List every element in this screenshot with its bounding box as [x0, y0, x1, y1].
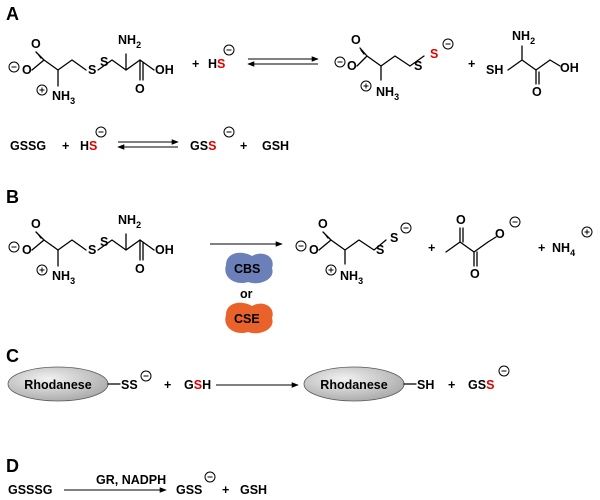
sulfur-label: S: [414, 59, 422, 73]
carbonyl-oxygen-label: O: [135, 82, 145, 96]
positive-charge-symbol: [581, 226, 593, 238]
cysteine-persulfide-a: O O NH3 S S: [334, 33, 454, 102]
panel-label-b: B: [6, 187, 19, 207]
sulfur-label: S: [88, 243, 96, 257]
sulfur-red-label: S: [217, 57, 225, 71]
sulfur-label: S: [88, 63, 96, 77]
thiol-label: SH: [417, 378, 434, 392]
equilibrium-arrows-a2: [117, 139, 179, 150]
positive-charge-symbol: [325, 264, 337, 276]
cysteine-structure-a: SH NH2 O OH: [486, 29, 579, 99]
ammonium-label: NH4: [552, 241, 575, 258]
panel-label-d: D: [6, 456, 19, 476]
rhodanese-thiol: Rhodanese SH: [303, 366, 434, 402]
sulfur-label: S: [100, 55, 108, 69]
negative-charge-symbol: [509, 216, 521, 228]
plus-sign: +: [240, 139, 247, 153]
positive-charge-symbol: [360, 80, 372, 92]
sulfur-red-label: S: [430, 47, 438, 61]
panel-label-a: A: [6, 4, 19, 24]
sulfur-label: S: [376, 243, 384, 257]
svg-text:O: O: [135, 262, 145, 276]
gsssg-label: GSSSG: [8, 483, 52, 497]
plus-sign: +: [468, 57, 475, 71]
cysteine-persulfide-b: O O NH3 S S: [295, 217, 412, 286]
carboxyl-oxygen-label: O: [31, 37, 41, 51]
carboxylate-oxygen-label: O: [22, 63, 32, 77]
panel-label-c: C: [6, 346, 19, 366]
cystine-structure-b: O O S S NH3 NH2 OH O: [8, 213, 174, 286]
cbs-enzyme-blob: CBS: [225, 252, 273, 284]
amine-label: NH2: [118, 213, 141, 230]
svg-text:O: O: [470, 267, 480, 281]
ammonium-label: NH3: [376, 85, 399, 102]
svg-text:O: O: [31, 217, 41, 231]
hydrosulfide-a2: HS: [80, 126, 107, 153]
glutathione-persulfide-a2: GSS: [190, 126, 235, 153]
equilibrium-arrows-a1: [247, 56, 319, 67]
svg-text:GSS: GSS: [468, 378, 494, 392]
amine-label: NH2: [118, 33, 141, 50]
svg-text:O: O: [456, 213, 466, 227]
negative-charge-symbol: [8, 61, 20, 73]
gsh-label: GSH: [184, 378, 211, 392]
plus-sign: +: [62, 139, 69, 153]
hydrogen-label: H: [208, 57, 217, 71]
cse-label: CSE: [234, 312, 260, 326]
hydroxyl-label: OH: [155, 243, 174, 257]
svg-text:HS: HS: [208, 57, 225, 71]
gsh-label: GSH: [262, 139, 289, 153]
ammonium-label: NH3: [340, 269, 363, 286]
svg-text:GSS: GSS: [176, 483, 202, 497]
sulfur-label: S: [100, 235, 108, 249]
svg-text:O: O: [351, 33, 361, 47]
positive-charge-symbol: [36, 84, 48, 96]
reaction-conditions-label: GR, NADPH: [96, 473, 166, 487]
negative-charge-symbol: [140, 370, 152, 382]
cbs-label: CBS: [234, 262, 260, 276]
hydrogen-label: H: [80, 139, 89, 153]
negative-charge-symbol: [400, 222, 412, 234]
svg-text:GSS: GSS: [190, 139, 216, 153]
svg-text:O: O: [495, 227, 505, 241]
or-label: or: [240, 287, 253, 301]
positive-charge-symbol: [36, 264, 48, 276]
pyruvate-structure: O O O: [445, 213, 521, 281]
svg-text:HS: HS: [80, 139, 97, 153]
ammonium-label: NH3: [52, 269, 75, 286]
plus-sign: +: [538, 241, 545, 255]
svg-text:O: O: [347, 59, 357, 73]
ammonium-label: NH3: [52, 89, 75, 106]
carbonyl-oxygen-label: O: [532, 85, 542, 99]
ammonium-ion: + NH4: [538, 226, 593, 258]
gsh-label: GSH: [240, 483, 267, 497]
rhodanese-label: Rhodanese: [320, 378, 387, 392]
rhodanese-persulfide: Rhodanese SS: [7, 366, 152, 402]
hydroxyl-label: OH: [560, 61, 579, 75]
svg-text:O: O: [309, 243, 319, 257]
hydrosulfide-a: HS: [208, 44, 235, 71]
svg-text:O: O: [318, 217, 328, 231]
plus-sign: +: [192, 57, 199, 71]
plus-sign: +: [448, 378, 455, 392]
thiol-label: SH: [486, 63, 503, 77]
glutathione-persulfide-d: GSS: [176, 471, 216, 497]
plus-sign: +: [164, 378, 171, 392]
sulfur-label: S: [390, 231, 398, 245]
svg-text:O: O: [22, 243, 32, 257]
sulfur-red-label: S: [89, 139, 97, 153]
amine-label: NH2: [512, 29, 535, 46]
plus-sign: +: [428, 241, 435, 255]
persulfide-label: SS: [121, 378, 138, 392]
gssg-label: GSSG: [10, 139, 46, 153]
rhodanese-label: Rhodanese: [24, 378, 91, 392]
negative-charge-symbol: [442, 38, 454, 50]
cse-enzyme-blob: CSE: [225, 302, 273, 334]
glutathione-persulfide-c: GSS: [468, 365, 510, 392]
plus-sign: +: [222, 483, 229, 497]
cystine-structure-a: O O S S NH3 NH2 OH O: [8, 33, 174, 106]
hydroxyl-label: OH: [155, 63, 174, 77]
